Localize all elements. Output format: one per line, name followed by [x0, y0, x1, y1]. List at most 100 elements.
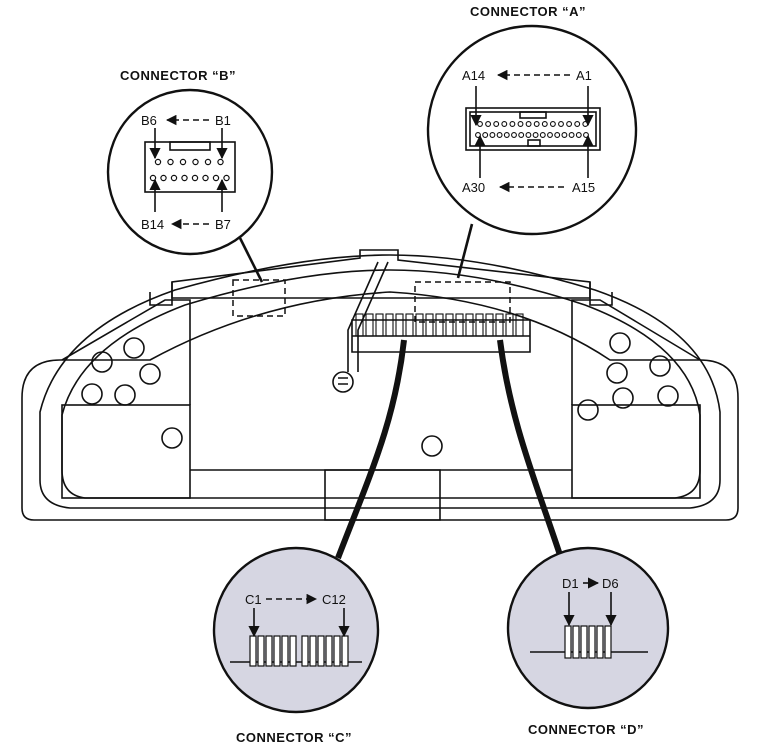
terminal-slot: [365, 313, 374, 337]
pin-hole: [541, 121, 548, 127]
pin-hole: [204, 158, 212, 166]
pin-b14: B14: [141, 217, 164, 232]
pin-a15: A15: [572, 180, 595, 195]
pin-hole: [489, 132, 496, 138]
terminal-slot: [588, 625, 596, 659]
pin-hole: [554, 132, 561, 138]
pin-hole: [477, 121, 483, 127]
pin-b6: B6: [141, 113, 157, 128]
connector-d-title: CONNECTOR “D”: [528, 722, 644, 737]
pin-hole: [525, 121, 532, 127]
pin-hole: [212, 174, 220, 182]
pin-hole: [170, 174, 178, 182]
pin-hole: [223, 174, 230, 182]
connector-b-location: [232, 279, 286, 317]
terminal-slot: [289, 635, 297, 667]
terminal-slot: [395, 313, 404, 337]
connector-a-callout: CONNECTOR “A” A14 A1 A30 A15: [426, 4, 638, 279]
terminal-slot: [375, 313, 384, 337]
pin-hole: [539, 132, 546, 138]
pin-b1: B1: [215, 113, 231, 128]
pin-hole: [482, 132, 489, 138]
terminal-slot: [249, 635, 257, 667]
pin-d1: D1: [562, 576, 579, 591]
terminal-slot: [425, 313, 434, 337]
pin-hole: [149, 174, 157, 182]
terminal-slot: [580, 625, 588, 659]
pin-hole: [532, 132, 539, 138]
pin-hole: [558, 121, 564, 127]
bulb-socket: [332, 371, 354, 393]
terminal-slot: [317, 635, 325, 667]
pin-hole: [179, 158, 187, 166]
pin-hole: [181, 174, 188, 182]
pin-hole: [561, 132, 568, 138]
pin-a14: A14: [462, 68, 485, 83]
connector-b-title: CONNECTOR “B”: [120, 68, 236, 83]
terminal-slot: [333, 635, 341, 667]
connector-b-callout: CONNECTOR “B” B6 B1 B14 B7: [106, 68, 274, 283]
terminal-slot: [385, 313, 394, 337]
terminal-slot: [505, 313, 514, 337]
pin-hole: [493, 121, 500, 127]
pin-hole: [503, 132, 510, 138]
terminal-slot: [355, 313, 364, 337]
pin-hole: [511, 132, 517, 138]
terminal-slot: [495, 313, 504, 337]
terminal-slot: [604, 625, 612, 659]
connector-d-callout: CONNECTOR “D” D1 D6: [497, 339, 670, 737]
terminal-slot: [281, 635, 289, 667]
terminal-slot: [435, 313, 444, 337]
terminal-slot: [465, 313, 474, 337]
terminal-slot: [485, 313, 494, 337]
pin-hole: [566, 121, 573, 127]
pin-b7: B7: [215, 217, 231, 232]
pin-hole: [485, 121, 492, 127]
connector-c-callout: CONNECTOR “C” C1 C12: [212, 339, 407, 745]
pin-hole: [533, 121, 540, 127]
pin-hole: [202, 174, 209, 182]
connector-a-title: CONNECTOR “A”: [470, 4, 586, 19]
pin-hole: [525, 132, 532, 138]
terminal-slot: [273, 635, 281, 667]
terminal-slot: [309, 635, 317, 667]
pin-hole: [191, 174, 199, 182]
pin-hole: [154, 158, 162, 166]
terminal-slot: [596, 625, 604, 659]
pin-hole: [160, 174, 167, 182]
terminal-slot: [564, 625, 572, 659]
pin-a1: A1: [576, 68, 592, 83]
center-lamp-hole: [421, 435, 443, 457]
right-lamp-holes: [577, 332, 679, 421]
pin-hole: [192, 158, 199, 166]
pin-a30: A30: [462, 180, 485, 195]
terminal-slot: [572, 625, 580, 659]
pin-c12: C12: [322, 592, 346, 607]
connector-c-title: CONNECTOR “C”: [236, 730, 352, 745]
pin-hole: [547, 132, 553, 138]
pin-hole: [167, 158, 174, 166]
terminal-slot: [455, 313, 464, 337]
pin-hole: [496, 132, 503, 138]
pin-hole: [517, 121, 524, 127]
pin-hole: [549, 121, 556, 127]
cluster-connector-block: [351, 281, 531, 353]
terminal-slot: [515, 313, 524, 337]
terminal-slot: [257, 635, 265, 667]
terminal-slot: [301, 635, 309, 667]
pin-hole: [501, 121, 508, 127]
terminal-slot: [415, 313, 424, 337]
pin-hole: [509, 121, 516, 127]
pin-hole: [518, 132, 525, 138]
pin-d6: D6: [602, 576, 619, 591]
cluster-housing: [21, 249, 739, 521]
pin-c1: C1: [245, 592, 262, 607]
terminal-slot: [265, 635, 273, 667]
pin-hole: [575, 132, 582, 138]
terminal-slot: [475, 313, 484, 337]
terminal-slot: [445, 313, 454, 337]
left-lamp-holes: [81, 337, 183, 449]
terminal-slot: [405, 313, 414, 337]
pin-hole: [582, 121, 589, 127]
